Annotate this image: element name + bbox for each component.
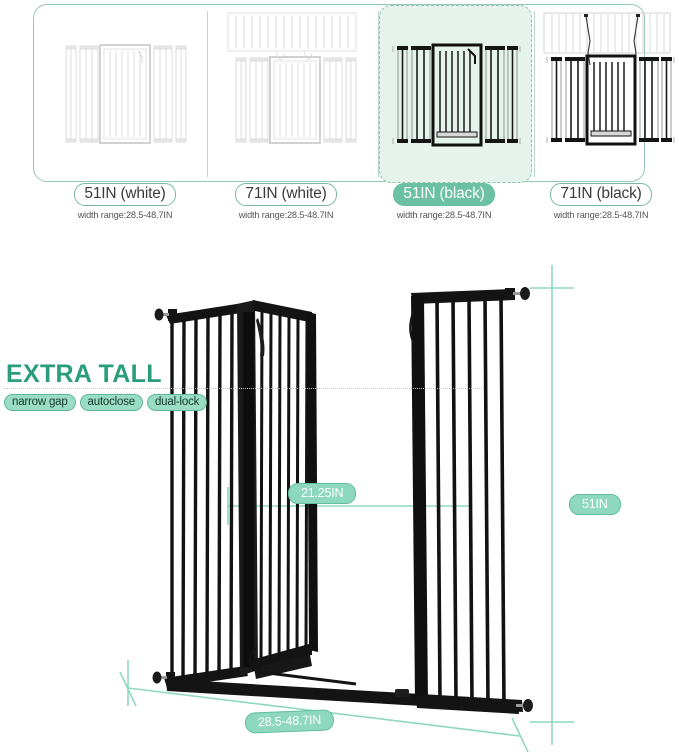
feature-tag-row: narrow gap autoclose dual-lock <box>4 394 208 411</box>
variant-width-range: width range:28.5-48.7IN <box>396 210 492 220</box>
door-width-label: 21.25IN <box>288 483 357 504</box>
width-range-label: 28.5-48.7IN <box>244 709 335 734</box>
variant-pill-label-selected[interactable]: 51IN (black) <box>393 183 495 206</box>
variant-pill-label[interactable]: 71IN (black) <box>550 183 652 206</box>
variant-divider <box>378 11 380 177</box>
gate-right-extension-panel <box>409 287 533 714</box>
variant-divider <box>207 11 209 177</box>
headline-divider <box>4 388 484 389</box>
variant-pill-label[interactable]: 51IN (white) <box>74 183 176 206</box>
feature-tag-dual-lock: dual-lock <box>146 394 208 411</box>
variant-width-range: width range:28.5-48.7IN <box>553 210 649 220</box>
mount-bolt-top-right <box>505 287 530 300</box>
mount-bolt-top-left <box>154 308 177 321</box>
gate-left-fixed-panel <box>152 303 248 688</box>
variant-pill-label[interactable]: 71IN (white) <box>235 183 337 206</box>
gate-main-assembly <box>152 300 523 712</box>
page-title: EXTRA TALL <box>6 360 162 388</box>
mount-bolt-bottom-left <box>152 671 175 684</box>
gate-door-panel <box>248 300 318 671</box>
mount-bolt-bottom-right <box>508 699 533 712</box>
feature-tag-autoclose: autoclose <box>79 394 143 411</box>
gate-height-label: 51IN <box>569 494 621 515</box>
variant-option-51in-black[interactable] <box>379 5 532 183</box>
thumbnail-71in-black <box>543 12 675 146</box>
variant-option-51in-white[interactable] <box>48 5 201 183</box>
variant-width-range: width range:28.5-48.7IN <box>77 210 173 220</box>
thumbnail-51in-white <box>65 44 187 144</box>
variant-label-71in-black[interactable]: 71IN (black) width range:28.5-48.7IN <box>521 183 679 220</box>
variant-option-71in-white[interactable] <box>218 5 371 183</box>
variant-label-51in-white[interactable]: 51IN (white) width range:28.5-48.7IN <box>45 183 205 220</box>
variant-label-71in-white[interactable]: 71IN (white) width range:28.5-48.7IN <box>206 183 366 220</box>
variant-label-51in-black[interactable]: 51IN (black) width range:28.5-48.7IN <box>364 183 524 220</box>
variant-width-range: width range:28.5-48.7IN <box>238 210 334 220</box>
dual-lock-latch <box>256 318 265 356</box>
variant-divider <box>534 11 536 177</box>
width-tick-right <box>511 717 529 753</box>
feature-tag-narrow-gap: narrow gap <box>4 394 76 411</box>
variant-selector-card <box>33 4 675 183</box>
gate-hinge-post <box>237 300 258 676</box>
thumbnail-71in-white <box>227 12 357 144</box>
variant-option-71in-black[interactable] <box>534 5 679 183</box>
thumbnail-51in-black <box>392 43 521 147</box>
